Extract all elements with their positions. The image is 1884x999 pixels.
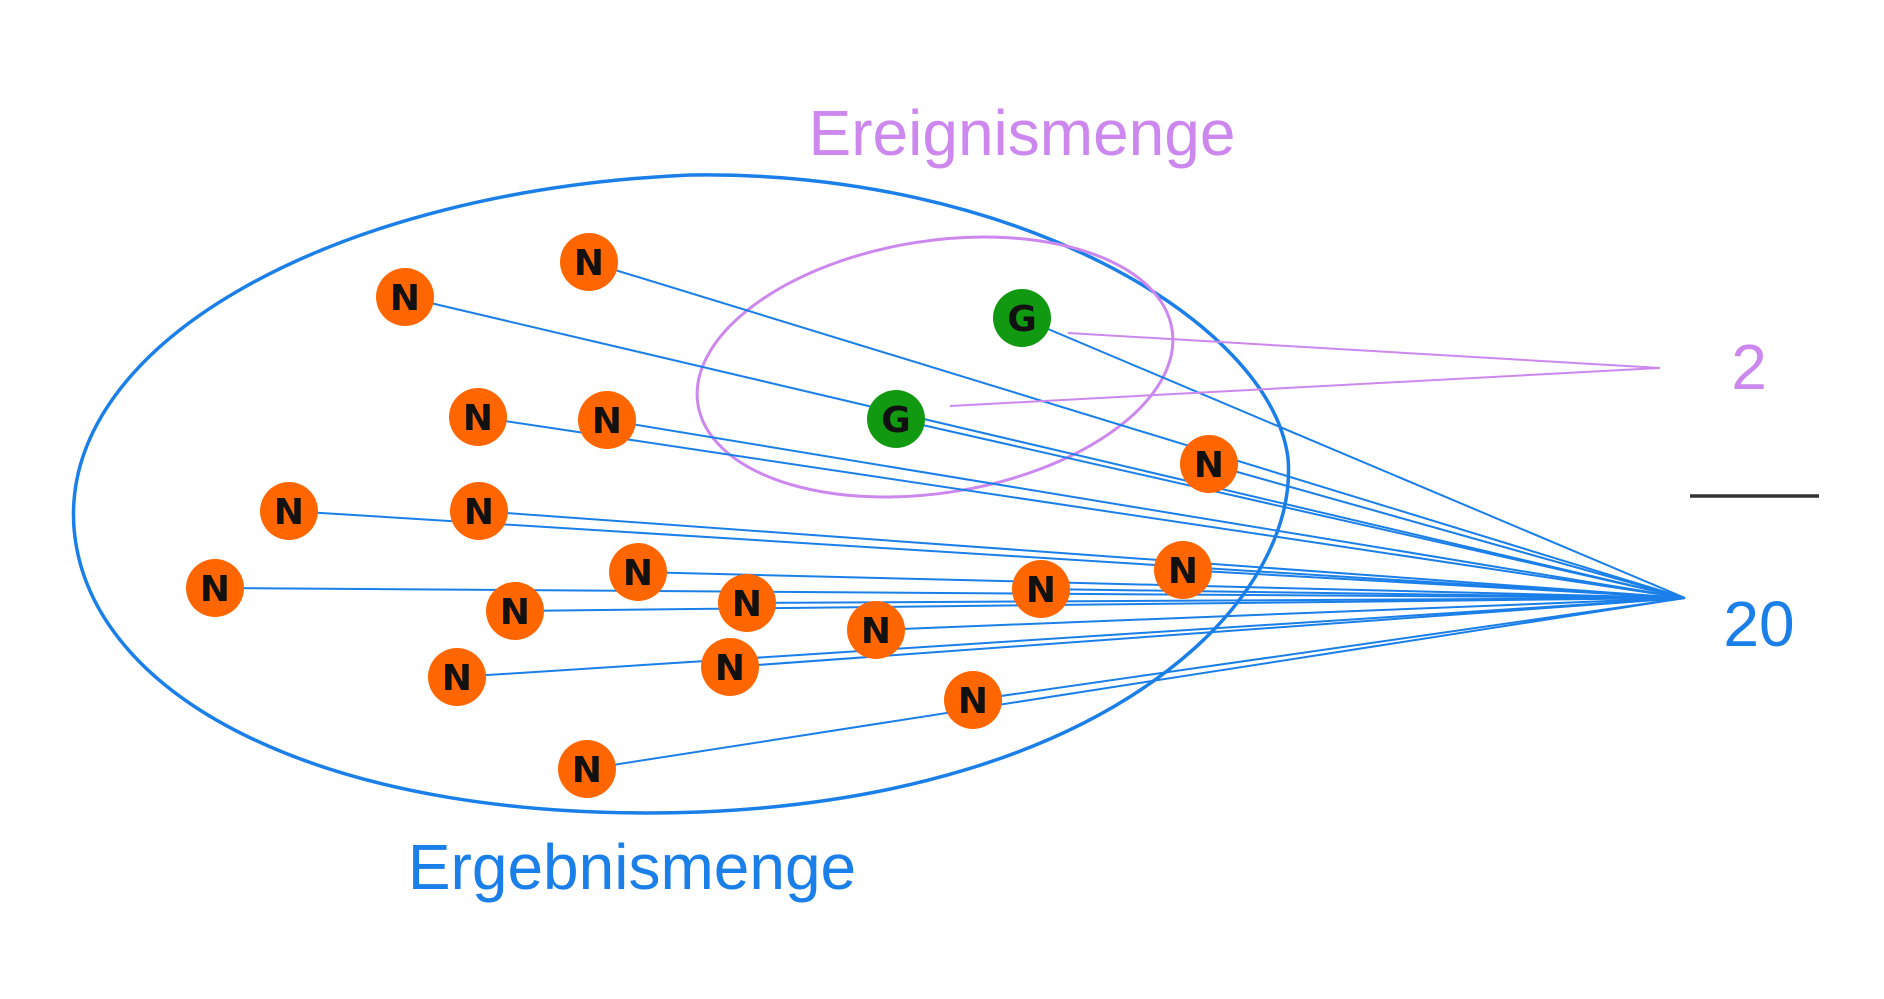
token-letter: N <box>500 592 530 633</box>
token-letter: N <box>958 681 988 722</box>
outcome-connector-line <box>456 597 1686 678</box>
token-circle <box>609 543 667 601</box>
token-n: N <box>376 268 434 326</box>
token-n: N <box>558 740 616 798</box>
token-g: G <box>867 390 925 448</box>
token-letter: N <box>715 648 745 689</box>
outcome-connector-line <box>972 597 1686 701</box>
token-circle <box>186 559 244 617</box>
token-circle <box>847 601 905 659</box>
token-n: N <box>609 543 667 601</box>
token-letter: N <box>861 611 891 652</box>
token-circle <box>428 648 486 706</box>
token-n: N <box>847 601 905 659</box>
token-letter: N <box>1194 445 1224 486</box>
token-n: N <box>1180 435 1238 493</box>
token-n: N <box>1012 560 1070 618</box>
token-letter: N <box>442 658 472 699</box>
token-letter: N <box>592 401 622 442</box>
token-letter: N <box>574 243 604 284</box>
outcome-connector-line <box>478 510 1686 599</box>
token-n: N <box>718 574 776 632</box>
token-letter: N <box>1168 551 1198 592</box>
token-n: N <box>578 391 636 449</box>
outcome-connector-line <box>746 597 1686 604</box>
token-circle <box>701 638 759 696</box>
token-circle <box>867 390 925 448</box>
token-letter: N <box>623 553 653 594</box>
token-circle <box>450 482 508 540</box>
token-n: N <box>560 233 618 291</box>
token-letter: N <box>572 750 602 791</box>
outcome-connector-line <box>606 419 1686 599</box>
token-n: N <box>428 648 486 706</box>
outcome-connector-line <box>588 261 1686 599</box>
outcome-connector-line <box>1040 588 1686 599</box>
token-letter: N <box>732 584 762 625</box>
token-letter: N <box>463 398 493 439</box>
token-n: N <box>1154 541 1212 599</box>
token-n: N <box>701 638 759 696</box>
outcome-set-ellipse <box>71 173 1291 815</box>
outcome-connector-line <box>1182 569 1686 599</box>
outcome-connector-line <box>288 510 1686 599</box>
token-circle <box>449 388 507 446</box>
outcome-connector-line <box>895 418 1686 599</box>
token-circle <box>944 671 1002 729</box>
outcome-connector-line <box>404 296 1686 599</box>
outcome-connector-line <box>514 597 1686 612</box>
fraction-numerator: 2 <box>1731 331 1767 403</box>
token-n: N <box>449 388 507 446</box>
token-letter: N <box>200 569 230 610</box>
token-g: G <box>993 289 1051 347</box>
outcome-connector-line <box>477 416 1686 599</box>
token-letter: N <box>390 278 420 319</box>
outcome-connector-line <box>214 587 1686 599</box>
token-circle <box>1012 560 1070 618</box>
token-circle <box>578 391 636 449</box>
outcome-connector-line <box>1208 463 1686 599</box>
event-set-label: Ereignismenge <box>809 97 1236 169</box>
token-circle <box>1180 435 1238 493</box>
event-connector-line <box>949 367 1661 407</box>
token-letter: N <box>1026 570 1056 611</box>
token-letter: N <box>464 492 494 533</box>
token-n: N <box>450 482 508 540</box>
token-n: N <box>486 582 544 640</box>
token-circle <box>558 740 616 798</box>
token-n: N <box>260 482 318 540</box>
token-letter: N <box>274 492 304 533</box>
event-connector-line <box>1067 332 1661 369</box>
token-circle <box>993 289 1051 347</box>
token-n: N <box>186 559 244 617</box>
token-circle <box>260 482 318 540</box>
outcome-connector-line <box>586 597 1686 770</box>
token-circle <box>718 574 776 632</box>
event-connector-lines <box>949 332 1661 407</box>
token-circle <box>1154 541 1212 599</box>
token-circle <box>486 582 544 640</box>
outcome-connector-line <box>1021 317 1686 599</box>
token-circle <box>560 233 618 291</box>
token-n: N <box>944 671 1002 729</box>
event-set-ellipse <box>695 235 1175 499</box>
token-letter: G <box>881 400 911 441</box>
outcome-connector-line <box>875 597 1686 631</box>
fraction-denominator: 20 <box>1723 588 1794 660</box>
token-circle <box>376 268 434 326</box>
outcome-set-label: Ergebnismenge <box>408 831 856 903</box>
token-letter: G <box>1007 299 1037 340</box>
